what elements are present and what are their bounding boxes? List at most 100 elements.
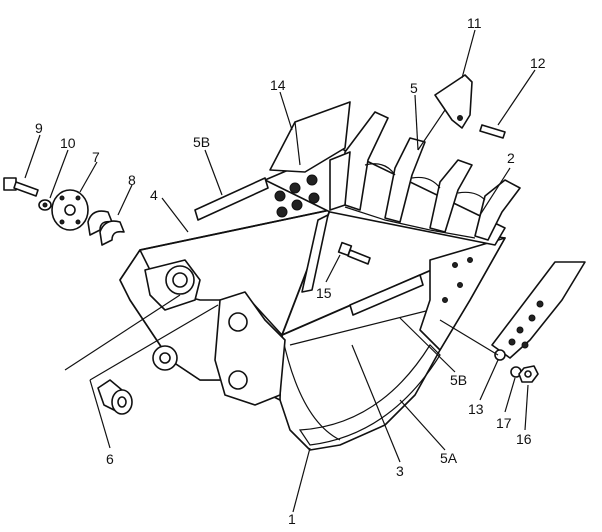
wear-plate-5a	[298, 344, 441, 446]
leader-11	[461, 29, 476, 79]
right-side-plate	[419, 237, 506, 351]
callout-8: 8	[128, 172, 136, 188]
callout-1: 1	[288, 511, 296, 527]
flange-7-hole	[59, 219, 65, 225]
leader-5b-top	[204, 149, 223, 196]
adapter-lug	[457, 191, 486, 201]
callout-3: 3	[396, 463, 404, 479]
bolt-head	[291, 199, 303, 211]
bolt-9	[3, 177, 39, 197]
cutter-hole	[528, 314, 536, 322]
bolt-head	[308, 192, 320, 204]
leader-6-link-b	[89, 304, 219, 381]
side-plate-hole	[467, 257, 473, 263]
leader-lines	[24, 29, 536, 513]
adapter-lug	[411, 176, 441, 189]
wear-bar-5b-right	[349, 274, 424, 316]
callout-4: 4	[150, 187, 158, 203]
callout-5b-top: 5B	[193, 134, 210, 150]
leader-1	[292, 447, 311, 513]
tooth-11	[434, 74, 473, 129]
callout-12: 12	[530, 55, 546, 71]
inner-bottom-curve	[281, 334, 341, 441]
leader-12	[497, 69, 536, 126]
callout-14: 14	[270, 77, 286, 93]
callout-7: 7	[92, 149, 100, 165]
leader-13	[479, 359, 499, 401]
callout-15: 15	[316, 285, 332, 301]
leader-5a	[399, 399, 446, 451]
cutter-hole	[521, 341, 529, 349]
side-cutter-right	[491, 261, 586, 359]
pin-12	[479, 124, 506, 139]
bolt-9-shank	[13, 181, 39, 197]
leader-6	[89, 379, 111, 449]
right-boss-lower	[228, 370, 248, 390]
callout-11: 11	[467, 15, 482, 31]
leader-14	[279, 91, 293, 131]
washer-10-hole	[42, 202, 48, 208]
flange-7-hole	[75, 195, 81, 201]
leader-6-link-a	[64, 294, 181, 371]
bolt-15	[337, 241, 371, 265]
leader-4	[161, 197, 189, 233]
leader-5b	[417, 109, 446, 151]
tooth-11-hole	[457, 115, 463, 121]
inner-pin-3	[301, 214, 329, 293]
right-boss-upper	[228, 312, 248, 332]
leader-5	[414, 94, 419, 151]
bushing-6-bore	[117, 396, 127, 408]
side-plate-hole	[457, 282, 463, 288]
bolt-head	[276, 206, 288, 218]
callout-5: 5	[410, 80, 418, 96]
shim-8b	[99, 220, 125, 246]
bolt-head	[289, 182, 301, 194]
leader-13b	[439, 319, 499, 356]
callout-13: 13	[468, 401, 484, 417]
callout-9: 9	[35, 120, 43, 136]
leader-3	[351, 344, 401, 463]
callout-2: 2	[507, 150, 515, 166]
callout-10: 10	[60, 135, 76, 151]
nut-16-bore	[524, 370, 532, 378]
callout-6: 6	[106, 451, 114, 467]
shims-8	[87, 210, 125, 246]
leader-17	[504, 377, 516, 413]
flange-7-hole	[75, 219, 81, 225]
adapter-lug	[364, 163, 396, 176]
left-wall-top-edge	[139, 209, 331, 251]
cutter-hole	[516, 326, 524, 334]
flange-7-bore	[64, 204, 76, 216]
leader-16	[524, 384, 529, 431]
bushing-6	[97, 379, 133, 415]
bolt-head	[306, 174, 318, 186]
callout-16: 16	[516, 431, 532, 447]
leader-15	[325, 254, 341, 283]
side-plate-hole	[452, 262, 458, 268]
leader-10	[49, 149, 69, 199]
adapter-3	[429, 159, 473, 233]
callout-labels: 1 2 3 4 5 5A 5B 5B 6 7 8 9 10 11 12 13 1…	[35, 15, 546, 527]
left-boss-bore	[172, 272, 188, 288]
side-cutter-14	[269, 101, 351, 173]
bolt-head	[274, 190, 286, 202]
adapter-4	[474, 179, 521, 241]
leader-9	[24, 134, 41, 179]
leader-2	[479, 167, 511, 216]
bolt-13-head	[494, 349, 506, 361]
cutter-hole	[536, 300, 544, 308]
callout-17: 17	[496, 415, 512, 431]
adapter-lug	[344, 206, 476, 239]
leader-5b-right	[399, 317, 456, 373]
leader-8	[117, 184, 133, 216]
callout-5b-right: 5B	[450, 372, 467, 388]
adapter-5	[329, 151, 351, 211]
flange-7	[51, 189, 89, 231]
lower-boss-bore	[159, 352, 171, 364]
cutter-hole	[508, 338, 516, 346]
mount-bosses	[144, 259, 286, 406]
teeth-adapters	[329, 111, 521, 241]
side-plate-hole	[442, 297, 448, 303]
